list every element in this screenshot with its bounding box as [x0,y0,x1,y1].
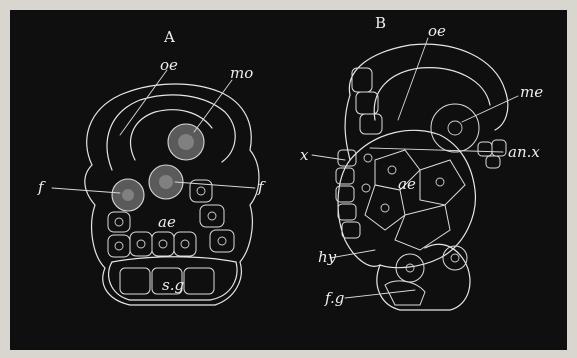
panel-a-label-sg: s.g [162,276,184,294]
panel-b-label-ae: ae [398,175,416,193]
panel-a-label-ae: ae [158,213,176,231]
panel-a-mo-nucleus [178,134,194,150]
panel-b-label: B [375,14,386,32]
panel-b-label-anx: an.x [508,143,540,161]
panel-b-label-me: me [520,83,543,101]
panel-a-f-cell-left-nucleus [122,189,134,201]
panel-a-label: A [163,28,175,46]
panel-b-label-fg: f.g [324,289,344,307]
panel-b-label-x: x [300,146,309,164]
panel-a-label-mo: mo [230,64,253,82]
panel-b-label-hy: hy [318,248,337,266]
panel-b-label-oe: oe [428,22,446,40]
panel-a-f-cell-right-nucleus [159,175,173,189]
panel-a-label-oe: oe [160,56,178,74]
